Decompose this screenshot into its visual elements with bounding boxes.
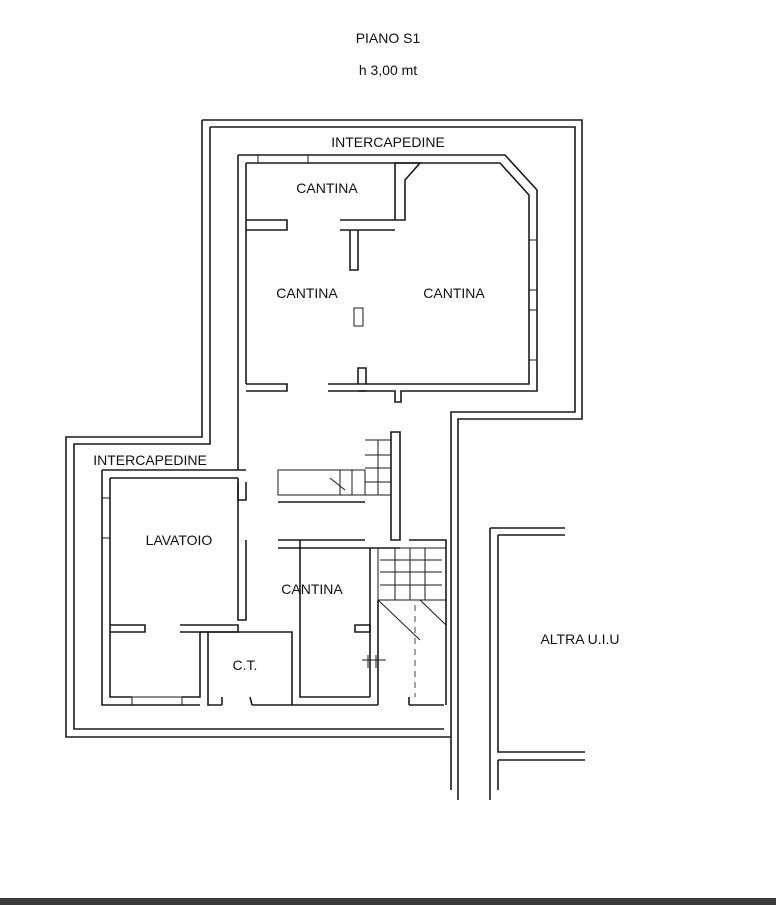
outer-wall-left (65, 120, 451, 738)
label-cantina-mid-right: CANTINA (423, 285, 485, 301)
page-subtitle: h 3,00 mt (358, 62, 418, 78)
mid-cantina-bottom (246, 367, 367, 392)
stairwell-walls (369, 539, 447, 706)
window-right-1 (528, 239, 538, 291)
lower-bottom-walls (109, 540, 378, 706)
outer-wall-left-inner (73, 127, 444, 730)
lavatoio-bottom (110, 624, 239, 633)
cantina-diagonal-wall (394, 162, 422, 221)
outer-wall (202, 119, 583, 800)
window-lavatoio (101, 497, 111, 539)
label-lavatoio: LAVATOIO (146, 532, 213, 548)
column (353, 307, 364, 327)
label-cantina-bottom: CANTINA (281, 581, 343, 597)
inner-envelope-left (237, 155, 247, 470)
altra-uiu-wall (489, 527, 585, 800)
label-cantina-top: CANTINA (296, 180, 358, 196)
corridor-wall (390, 431, 401, 541)
bottom-bar (0, 898, 776, 905)
staircase-lower (377, 547, 447, 641)
inner-envelope-top-inner (246, 162, 530, 385)
lower-cantina-wall (354, 624, 371, 633)
label-cantina-mid-left: CANTINA (276, 285, 338, 301)
label-ct: C.T. (233, 657, 258, 673)
label-altra-uiu: ALTRA U.I.U (540, 631, 619, 647)
top-cantina-divider (246, 219, 395, 271)
label-intercapedine-top: INTERCAPEDINE (331, 134, 445, 150)
outer-wall-inner (210, 126, 576, 790)
window-right-2 (528, 309, 538, 361)
staircase-upper (277, 439, 392, 496)
window-top (257, 154, 309, 164)
lavatoio-walls (101, 469, 247, 706)
window-bottom (131, 696, 183, 706)
lower-inner-walls (237, 482, 400, 549)
inner-envelope-top (238, 154, 538, 403)
page-title: PIANO S1 (355, 30, 421, 46)
door-mark (362, 655, 386, 668)
ct-walls (200, 631, 253, 706)
label-intercapedine-left: INTERCAPEDINE (93, 452, 207, 468)
